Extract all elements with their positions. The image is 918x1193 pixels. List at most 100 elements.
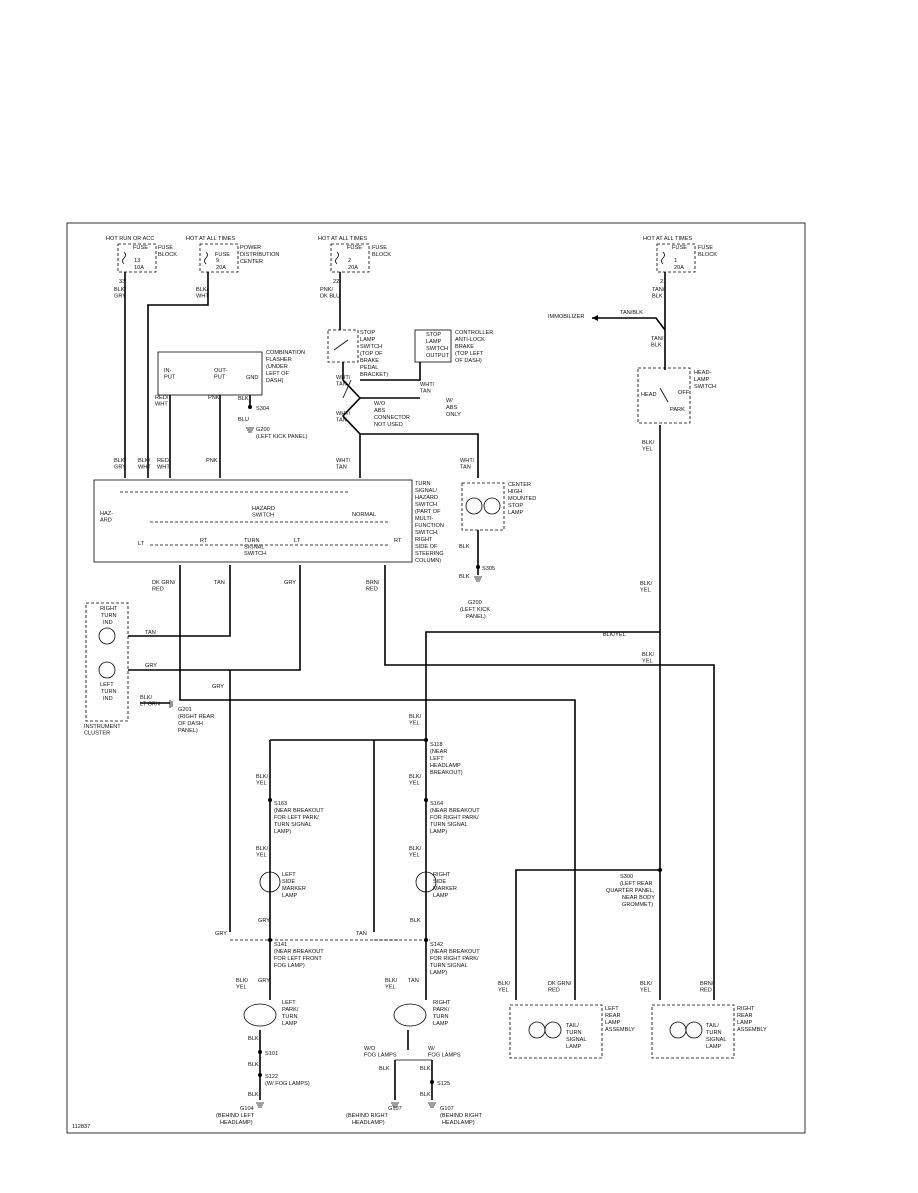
flasher-gnd: GND bbox=[246, 375, 258, 381]
fuse13-loc2: BLOCK bbox=[158, 252, 177, 258]
absctrl-l2: ANTI-LOCK bbox=[455, 337, 485, 343]
wire-tan-3: TAN bbox=[356, 931, 367, 937]
fuse2-loc2: BLOCK bbox=[372, 252, 391, 258]
s118-4: HEADLAMP bbox=[430, 763, 461, 769]
absctrl-l3: BRAKE bbox=[455, 344, 474, 350]
fuse2-pin: 22 bbox=[333, 279, 339, 285]
g104-2: (BEHIND LEFT bbox=[216, 1113, 255, 1119]
left-rear-lamp-assembly bbox=[509, 1004, 603, 1059]
s164-3: FOR RIGHT PARK/ bbox=[430, 815, 479, 821]
wire-blk-10: BLK bbox=[410, 918, 421, 924]
labels: HOT RUN OR ACC FUSE 13 10A FUSE BLOCK 33… bbox=[72, 236, 767, 1130]
s118-3: LEFT bbox=[430, 756, 444, 762]
turnsw-l9: RIGHT bbox=[415, 537, 433, 543]
rtail-1: TAIL/ bbox=[706, 1023, 719, 1029]
rpark-3: TURN bbox=[433, 1014, 449, 1020]
wire-pnk-dkblu: PNK/DK BLU bbox=[320, 287, 340, 300]
right-ind-3: IND bbox=[103, 620, 113, 626]
flasher-l4: LEFT OF bbox=[266, 371, 289, 377]
fuse-13 bbox=[117, 243, 157, 273]
head-pos-off: OFF bbox=[678, 390, 690, 396]
head-pos-park: PARK bbox=[670, 407, 685, 413]
stopsw-l5: BRAKE bbox=[360, 358, 379, 364]
absctrl-l5: OF DASH) bbox=[455, 358, 482, 364]
s141-1: S141 bbox=[274, 942, 287, 948]
s141-3: FOR LEFT FRONT bbox=[274, 956, 322, 962]
right-side-marker-lamp bbox=[415, 871, 437, 893]
wire-dkgrn-red-2: DK GRN/RED bbox=[548, 981, 572, 994]
fuse2-num: 2 bbox=[348, 258, 351, 264]
turnsw-l5: (PART OF bbox=[415, 509, 441, 515]
wire-gry-1: GRY bbox=[284, 580, 296, 586]
left-park-turn-lamp bbox=[243, 1003, 277, 1027]
turnsw-l12: COLUMN) bbox=[415, 558, 441, 564]
s304: S304 bbox=[256, 406, 269, 412]
lmarker-2: SIDE bbox=[282, 879, 295, 885]
stopsw-l4: (TOP OF bbox=[360, 351, 383, 357]
absout-l3: SWITCH bbox=[426, 346, 448, 352]
wire-blk-flasher: BLK bbox=[238, 396, 249, 402]
wire-blk-yel-8: BLK/YEL bbox=[256, 846, 269, 859]
hazard-label: HAZ-ARD bbox=[100, 511, 113, 524]
wire-gry-5: GRY bbox=[215, 931, 227, 937]
wire-brn-red-2: BRN/RED bbox=[700, 981, 714, 994]
wire-pnk: PNK bbox=[208, 395, 220, 401]
flasher-l1: COMBINATION bbox=[266, 350, 305, 356]
fuse9-source: HOT AT ALL TIMES bbox=[186, 236, 235, 242]
flasher-in: IN-PUT bbox=[164, 368, 176, 381]
s142-3: FOR RIGHT PARK/ bbox=[430, 956, 479, 962]
wabs-3: ONLY bbox=[446, 412, 461, 418]
headsw-l1: HEAD- bbox=[694, 370, 712, 376]
right-rear-lamp-assembly bbox=[651, 1004, 735, 1059]
wire-blk-yel-13: BLK/YEL bbox=[498, 981, 511, 994]
wire-gry-4: GRY bbox=[258, 918, 270, 924]
chmsl-3: MOUNTED bbox=[508, 496, 536, 502]
headsw-l3: SWITCH bbox=[694, 384, 716, 390]
wire-blk-yel-7: BLK/YEL bbox=[409, 774, 422, 787]
wire-blk-yel-12: BLK/YEL bbox=[385, 978, 398, 991]
diagram-frame bbox=[66, 222, 806, 1134]
wire-blk-yel-14: BLK/YEL bbox=[640, 981, 653, 994]
fuse13-loc1: FUSE bbox=[158, 245, 173, 251]
ltail-3: SIGNAL bbox=[566, 1037, 587, 1043]
s305: S305 bbox=[482, 566, 495, 572]
wire-red-wht-2: RED/WHT bbox=[157, 458, 171, 471]
wire-blk-yel-11: BLK/YEL bbox=[236, 978, 249, 991]
wire-blk-yel-1: BLK/YEL bbox=[642, 440, 655, 453]
wire-blk-s101: BLK bbox=[248, 1062, 259, 1068]
fuse9-loc2: DISTRIBUTION bbox=[240, 252, 279, 258]
wires bbox=[124, 272, 715, 1100]
lpark-1: LEFT bbox=[282, 1000, 296, 1006]
fuse9-loc3: CENTER bbox=[240, 259, 263, 265]
fuse2-amps: 20A bbox=[348, 265, 358, 271]
absout-l4: OUTPUT bbox=[426, 353, 450, 359]
fuse-2 bbox=[330, 243, 370, 273]
s300-1: S300 bbox=[620, 874, 633, 880]
turnsw-l3: HAZARD bbox=[415, 495, 438, 501]
turnsw-l11: STEERING bbox=[415, 551, 444, 557]
wire-blu: BLU bbox=[238, 417, 249, 423]
g107b-2: (BEHIND RIGHT bbox=[440, 1113, 483, 1119]
turnsw-l2: SIGNAL/ bbox=[415, 488, 438, 494]
wire-blk-yel-4: BLK/YEL bbox=[642, 652, 655, 665]
wabs-2: ABS bbox=[446, 405, 457, 411]
wire-pnk-2: PNK bbox=[206, 458, 218, 464]
headlamp-switch bbox=[637, 367, 691, 424]
rtail-2: TURN bbox=[706, 1030, 722, 1036]
wire-blk-lpark: BLK bbox=[248, 1036, 259, 1042]
wire-blk-yel-5: BLK/YEL bbox=[409, 714, 422, 727]
stop-lamp-switch bbox=[327, 329, 359, 363]
chmsl-2: HIGH bbox=[508, 489, 522, 495]
g107a-1: G107 bbox=[388, 1106, 402, 1112]
g200b-3: PANEL) bbox=[466, 614, 486, 620]
absconn-4: NOT USED bbox=[374, 422, 403, 428]
wire-gry-6: GRY bbox=[258, 978, 270, 984]
wire-tan-blk-3: TAN/BLK bbox=[651, 336, 664, 349]
chmsl-4: STOP bbox=[508, 503, 523, 509]
abs-controller bbox=[414, 329, 452, 363]
g104-1: G104 bbox=[240, 1106, 254, 1112]
rmarker-1: RIGHT bbox=[433, 872, 451, 878]
